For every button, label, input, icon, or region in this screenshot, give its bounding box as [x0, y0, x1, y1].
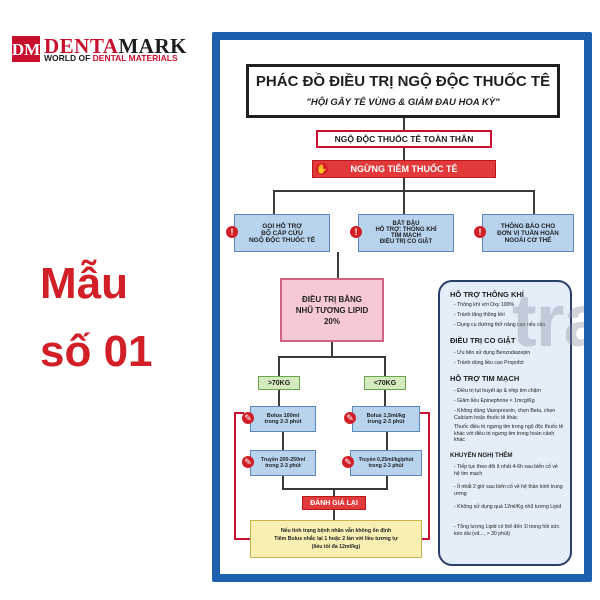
feedback-loop-left: [234, 412, 236, 540]
alert-icon: !: [226, 226, 238, 238]
support-panel: HỖ TRỢ THÔNG KHÍ - Thông khí với Oxy 100…: [438, 280, 572, 566]
repeat-bolus-note: Nếu tình trạng bệnh nhân vẫn không ổn đị…: [250, 520, 422, 558]
list-item: - Ưu tiên sử dụng Benzodiazepin: [454, 350, 531, 356]
systemic-toxicity-box: NGỘ ĐỘC THUỐC TÊ TOÀN THÂN: [316, 130, 492, 148]
airway-title: HỖ TRỢ THÔNG KHÍ: [450, 290, 524, 299]
brand-logo-block: DM DENTAMARK WORLD OF DENTAL MATERIALS: [12, 34, 202, 64]
weight-under-70-box: <70KG: [364, 376, 406, 390]
poster-title-box: PHÁC ĐỒ ĐIỀU TRỊ NGỘ ĐỘC THUỐC TÊ "HỘI G…: [246, 64, 560, 118]
connector: [333, 488, 335, 496]
connector: [333, 510, 335, 520]
connector: [403, 178, 405, 190]
list-item: - Ít nhất 2 giờ sau biến cố về hệ thần k…: [454, 484, 563, 497]
list-item: - Điều trị tụt huyết áp & nhịp tim chậm: [454, 388, 541, 394]
list-item: - Không dùng Vasopressin, chẹn Beta, chẹ…: [454, 408, 556, 421]
list-item: Thuốc điều trị ngưng tim trong ngộ độc t…: [454, 424, 564, 443]
poster-frame: PHÁC ĐỒ ĐIỀU TRỊ NGỘ ĐỘC THUỐC TÊ "HỘI G…: [212, 32, 592, 582]
stop-injection-box: NGỪNG TIÊM THUỐC TÊ: [312, 160, 496, 178]
connector: [384, 356, 386, 376]
sample-label-line1: Mẫu: [40, 259, 128, 308]
syringe-icon: ✎: [344, 412, 356, 424]
syringe-icon: ✎: [342, 456, 354, 468]
list-item: - Tránh tăng thông khí: [454, 312, 505, 318]
weight-over-70-box: >70KG: [258, 376, 300, 390]
list-item: - Không sử dụng quá 12ml/Kg nhũ tương Li…: [454, 504, 562, 510]
list-item: - Tiếp tục theo dõi ít nhất 4-6h sau biế…: [454, 464, 558, 477]
watermark-text: tran: [512, 279, 584, 362]
connector: [386, 476, 388, 488]
connector: [282, 476, 284, 488]
alert-icon: !: [474, 226, 486, 238]
connector: [278, 356, 386, 358]
reassess-box: ĐÁNH GIÁ LẠI: [302, 496, 366, 510]
sample-label-line2: số 01: [40, 327, 153, 376]
connector: [278, 390, 280, 406]
connector: [331, 342, 333, 356]
list-item: - Dụng cụ đường thở nâng cao nếu cần: [454, 322, 546, 328]
cardio-title: HỖ TRỢ TIM MẠCH: [450, 374, 520, 383]
connector: [282, 488, 388, 490]
poster-subtitle: "HỘI GÂY TÊ VÙNG & GIẢM ĐAU HOA KỲ": [306, 97, 500, 108]
list-item: - Tránh dùng liều cao Propofol: [454, 360, 524, 366]
svg-text:DM: DM: [12, 40, 40, 59]
feedback-loop-left: [234, 412, 244, 414]
connector: [403, 148, 405, 160]
connector: [273, 190, 275, 214]
list-item: - Thông khí với Oxy 100%: [454, 302, 515, 308]
syringe-icon: ✎: [242, 456, 254, 468]
brand-tagline: WORLD OF DENTAL MATERIALS: [44, 53, 178, 63]
alert-icon: !: [350, 226, 362, 238]
stop-hand-icon: ✋: [316, 163, 328, 175]
syringe-icon: ✎: [242, 412, 254, 424]
feedback-loop-right: [422, 538, 430, 540]
recommend-title: KHUYẾN NGHỊ THÊM: [450, 452, 513, 459]
connector: [337, 252, 339, 278]
poster-content: PHÁC ĐỒ ĐIỀU TRỊ NGỘ ĐỘC THUỐC TÊ "HỘI G…: [220, 40, 584, 574]
connector: [533, 190, 535, 214]
dentamark-logo-icon: DM: [12, 36, 40, 62]
list-item: - Giảm liều Epinephrine < 1mcg/Kg: [454, 398, 535, 404]
list-item: - Tổng lượng Lipid có thể đến 1l trong h…: [454, 524, 560, 537]
feedback-loop-right: [420, 412, 430, 414]
connector: [386, 432, 388, 450]
seizure-title: ĐIỀU TRỊ CO GIẬT: [450, 336, 516, 345]
connector: [403, 190, 405, 214]
connector: [384, 390, 386, 406]
connector: [278, 356, 280, 376]
brand-name: DENTAMARK: [44, 34, 187, 58]
connector: [282, 432, 284, 450]
connector: [403, 118, 405, 130]
feedback-loop-left: [234, 538, 250, 540]
poster-title: PHÁC ĐỒ ĐIỀU TRỊ NGỘ ĐỘC THUỐC TÊ: [255, 73, 551, 90]
feedback-loop-right: [428, 412, 430, 540]
